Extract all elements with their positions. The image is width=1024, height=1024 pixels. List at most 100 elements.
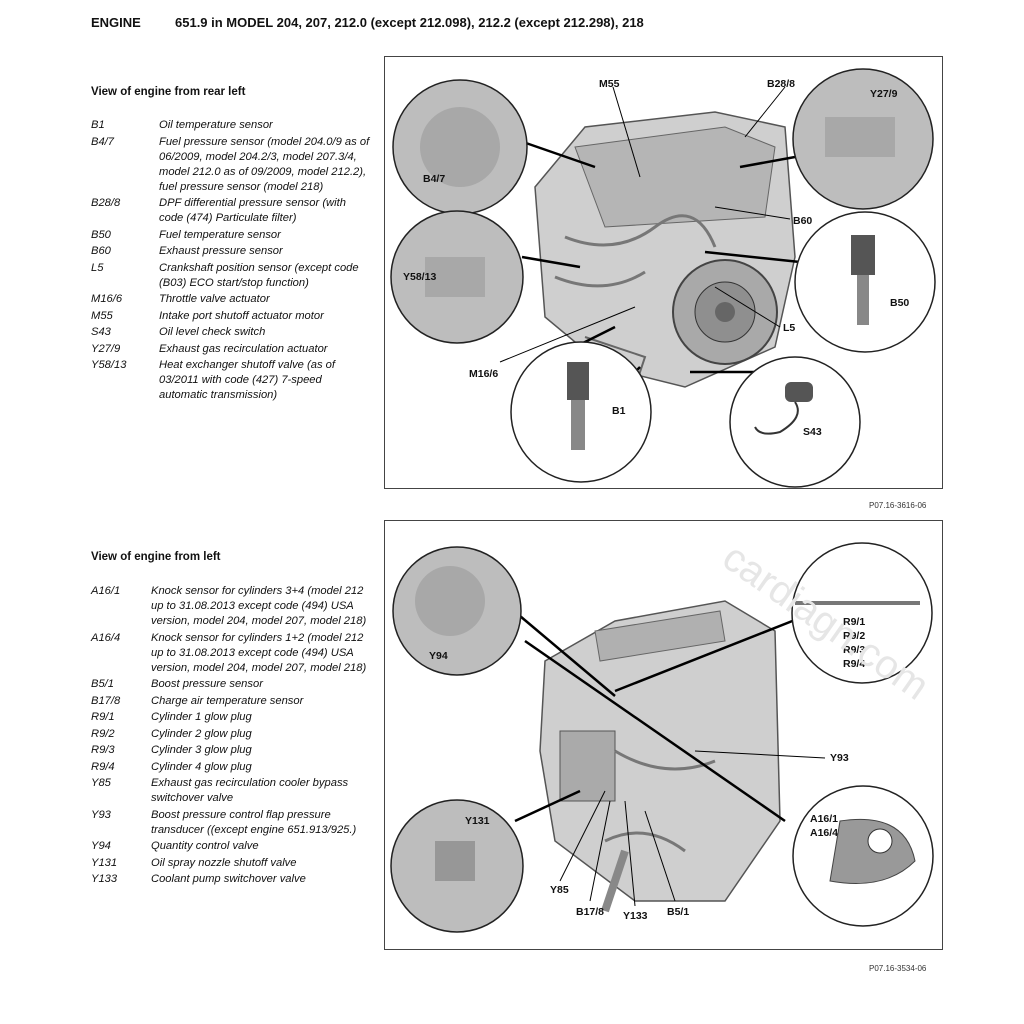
label-r9-2: R9/2: [843, 630, 865, 642]
figure-rear-left-drawing: M55 B28/8 Y27/9 B4/7 B60 Y58/13 B50 L5 M…: [390, 68, 936, 488]
label-b1: B1: [612, 405, 626, 417]
label-y133: Y133: [623, 910, 648, 922]
legend-code: L5: [91, 261, 104, 274]
figure-left-drawing: Y94 R9/1 R9/2 R9/3 R9/4 Y93 Y131 A16/1 A…: [390, 542, 934, 933]
legend-description: Coolant pump switchover valve: [151, 873, 306, 885]
legend-item: B28/8 DPF differential pressure sensor (w…: [91, 196, 371, 226]
legend-code: B60: [91, 245, 111, 257]
legend-description: Oil level check switch: [159, 326, 266, 338]
label-y94: Y94: [429, 650, 448, 662]
label-y58-13: Y58/13: [403, 271, 436, 283]
legend-code: M55: [91, 309, 113, 322]
figure-left: Y94 R9/1 R9/2 R9/3 R9/4 Y93 Y131 A16/1 A…: [384, 520, 943, 950]
legend-item: B1 Oil temperature sensor: [91, 118, 371, 133]
label-y93: Y93: [830, 752, 849, 764]
figure-rear-left: M55 B28/8 Y27/9 B4/7 B60 Y58/13 B50 L5 M…: [384, 56, 943, 489]
callout-leaders-2: [514, 614, 806, 823]
legend-item: R9/3 Cylinder 3 glow plug: [91, 743, 371, 758]
legend-item: Y94 Quantity control valve: [91, 839, 371, 854]
label-m55: M55: [599, 78, 620, 90]
legend-code: R9/3: [91, 744, 115, 756]
figure2-reference: P07.16-3534-06: [869, 964, 927, 973]
legend-description: Fuel temperature sensor: [159, 228, 281, 241]
legend-description: Knock sensor for cylinders 3+4 (model 21…: [151, 585, 367, 627]
legend-code: Y27/9: [91, 342, 121, 355]
legend-description: Quantity control valve: [151, 840, 259, 852]
legend-code: B5/1: [91, 678, 115, 690]
legend-code: B28/8: [91, 197, 121, 209]
label-l5: L5: [783, 322, 795, 334]
legend-code: Y94: [91, 840, 111, 852]
legend-code: B1: [91, 119, 105, 131]
legend-code: R9/2: [91, 727, 115, 740]
legend-item: B60 Exhaust pressure sensor: [91, 244, 371, 259]
label-a16-4: A16/4: [810, 827, 838, 839]
engine-illustration-2: [539, 600, 781, 913]
legend-description: Cylinder 2 glow plug: [151, 727, 252, 740]
legend-code: M16/6: [91, 293, 123, 305]
legend-code: Y85: [91, 777, 111, 789]
legend-item: S43 Oil level check switch: [91, 325, 371, 340]
engine-illustration: [534, 111, 796, 388]
legend-item: Y133 Coolant pump switchover valve: [91, 872, 371, 887]
legend-description: Oil temperature sensor: [159, 119, 273, 131]
legend-item: Y58/13 Heat exchanger shutoff valve (as o…: [91, 358, 371, 403]
legend-code: B4/7: [91, 135, 115, 148]
legend-description: Heat exchanger shutoff valve (as of 03/2…: [159, 359, 335, 401]
thin-leaders: [499, 86, 791, 363]
legend-description: Exhaust pressure sensor: [159, 245, 283, 257]
legend-item: Y27/9 Exhaust gas recirculation actuator: [91, 342, 371, 357]
section2-legend: A16/1 Knock sensor for cylinders 3+4 (mod…: [91, 584, 371, 889]
inset-r9: [791, 542, 933, 684]
legend-code: A16/4: [91, 631, 121, 644]
section1-title: View of engine from rear left: [91, 86, 246, 98]
legend-code: R9/1: [91, 711, 115, 723]
label-y27-9: Y27/9: [870, 88, 898, 100]
legend-description: Cylinder 1 glow plug: [151, 711, 252, 723]
legend-code: Y133: [91, 873, 118, 885]
label-b5-1: B5/1: [667, 906, 689, 918]
legend-code: Y93: [91, 808, 111, 821]
legend-description: Exhaust gas recirculation cooler bypass …: [151, 777, 349, 804]
inset-s43: [729, 356, 861, 488]
legend-item: Y85 Exhaust gas recirculation cooler bypa…: [91, 776, 371, 806]
legend-description: Charge air temperature sensor: [151, 694, 304, 707]
legend-description: Exhaust gas recirculation actuator: [159, 342, 328, 355]
legend-item: B17/8 Charge air temperature sensor: [91, 694, 371, 709]
legend-code: Y131: [91, 856, 118, 869]
legend-code: S43: [91, 326, 111, 338]
legend-description: Throttle valve actuator: [159, 293, 270, 305]
figure1-reference: P07.16-3616-06: [869, 501, 927, 510]
label-r9-4: R9/4: [843, 658, 865, 670]
label-y131: Y131: [465, 815, 490, 827]
legend-code: Y58/13: [91, 359, 127, 371]
model-line: 651.9 in MODEL 204, 207, 212.0 (except 2…: [175, 15, 644, 30]
legend-item: R9/1 Cylinder 1 glow plug: [91, 710, 371, 725]
legend-item: M55 Intake port shutoff actuator motor: [91, 309, 371, 324]
legend-code: A16/1: [91, 585, 121, 597]
engine-label: ENGINE: [91, 15, 141, 30]
legend-description: DPF differential pressure sensor (with c…: [159, 197, 346, 224]
legend-description: Boost pressure control flap pressure tra…: [151, 808, 357, 836]
legend-description: Cylinder 3 glow plug: [151, 744, 252, 756]
legend-description: Oil spray nozzle shutoff valve: [151, 856, 297, 869]
label-r9-3: R9/3: [843, 644, 865, 656]
label-y85: Y85: [550, 884, 569, 896]
legend-item: M16/6 Throttle valve actuator: [91, 292, 371, 307]
label-b17-8: B17/8: [576, 906, 604, 918]
legend-item: R9/2 Cylinder 2 glow plug: [91, 727, 371, 742]
label-r9-1: R9/1: [843, 616, 865, 628]
legend-description: Cylinder 4 glow plug: [151, 760, 252, 773]
label-b28-8: B28/8: [767, 78, 795, 90]
legend-description: Boost pressure sensor: [151, 678, 263, 690]
legend-code: B17/8: [91, 694, 121, 707]
label-b4-7: B4/7: [423, 173, 445, 185]
legend-description: Intake port shutoff actuator motor: [159, 309, 324, 322]
legend-item: A16/1 Knock sensor for cylinders 3+4 (mod…: [91, 584, 371, 629]
legend-item: Y93 Boost pressure control flap pressure …: [91, 808, 371, 838]
